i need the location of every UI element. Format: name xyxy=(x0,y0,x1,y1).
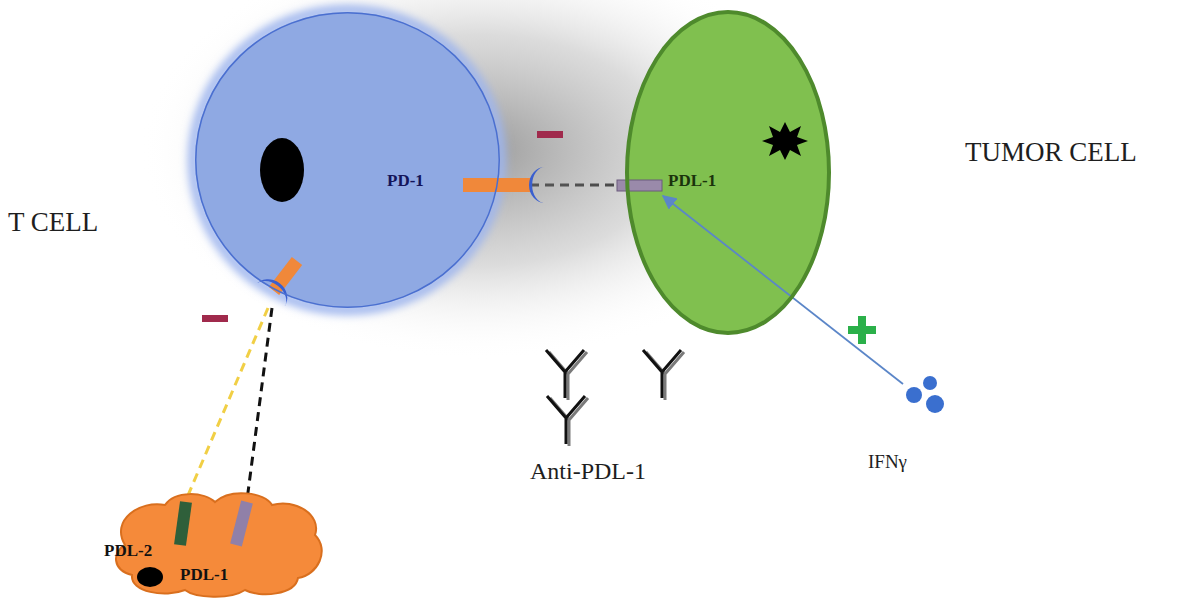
antibody-symbol xyxy=(546,350,587,400)
cell-outline xyxy=(195,12,500,308)
antibody-symbol xyxy=(547,396,588,446)
t-cell-glow xyxy=(193,10,501,310)
cell-label: T CELL xyxy=(8,208,98,238)
molecule-label: PDL-2 xyxy=(104,542,152,561)
cell-outline xyxy=(625,10,831,335)
binding-line xyxy=(186,308,268,500)
pdl1-ligand xyxy=(617,180,662,191)
tumor-cell-body xyxy=(627,12,829,332)
molecule-label: PD-1 xyxy=(387,172,424,191)
pd1-receptor-stalk xyxy=(274,261,297,291)
cell-membrane xyxy=(627,12,829,333)
t-cell-body xyxy=(195,12,499,308)
t-cell: PD-1 xyxy=(195,12,500,308)
antibody-label: Anti-PDL-1 xyxy=(530,458,646,484)
ifn-arrow xyxy=(663,196,903,384)
minus-sign xyxy=(537,131,563,138)
tumor-mutation-star xyxy=(762,122,808,160)
binding-line xyxy=(247,308,272,500)
ifn-molecule xyxy=(923,376,937,390)
t-cell-nucleus xyxy=(260,138,304,202)
cell-label: TUMOR CELL xyxy=(965,138,1137,168)
cytokine-label: IFNγ xyxy=(868,452,907,473)
pdl1-ligand xyxy=(236,502,247,545)
cell-membrane xyxy=(196,13,500,308)
apc-nucleus xyxy=(137,567,163,587)
minus-sign xyxy=(202,315,228,322)
antibody-symbol xyxy=(643,350,684,400)
antigen-presenting-cell: PDL-2PDL-1 xyxy=(110,500,325,597)
pd1-receptor-head xyxy=(529,167,545,203)
ifn-molecule xyxy=(926,395,944,413)
molecule-label: PDL-1 xyxy=(668,172,716,191)
pdl2-ligand xyxy=(180,502,186,545)
molecule-label: PDL-1 xyxy=(180,566,228,585)
tumor-cell: PDL-1 xyxy=(625,10,831,335)
plus-sign xyxy=(848,316,876,344)
ifn-molecule xyxy=(906,387,922,403)
